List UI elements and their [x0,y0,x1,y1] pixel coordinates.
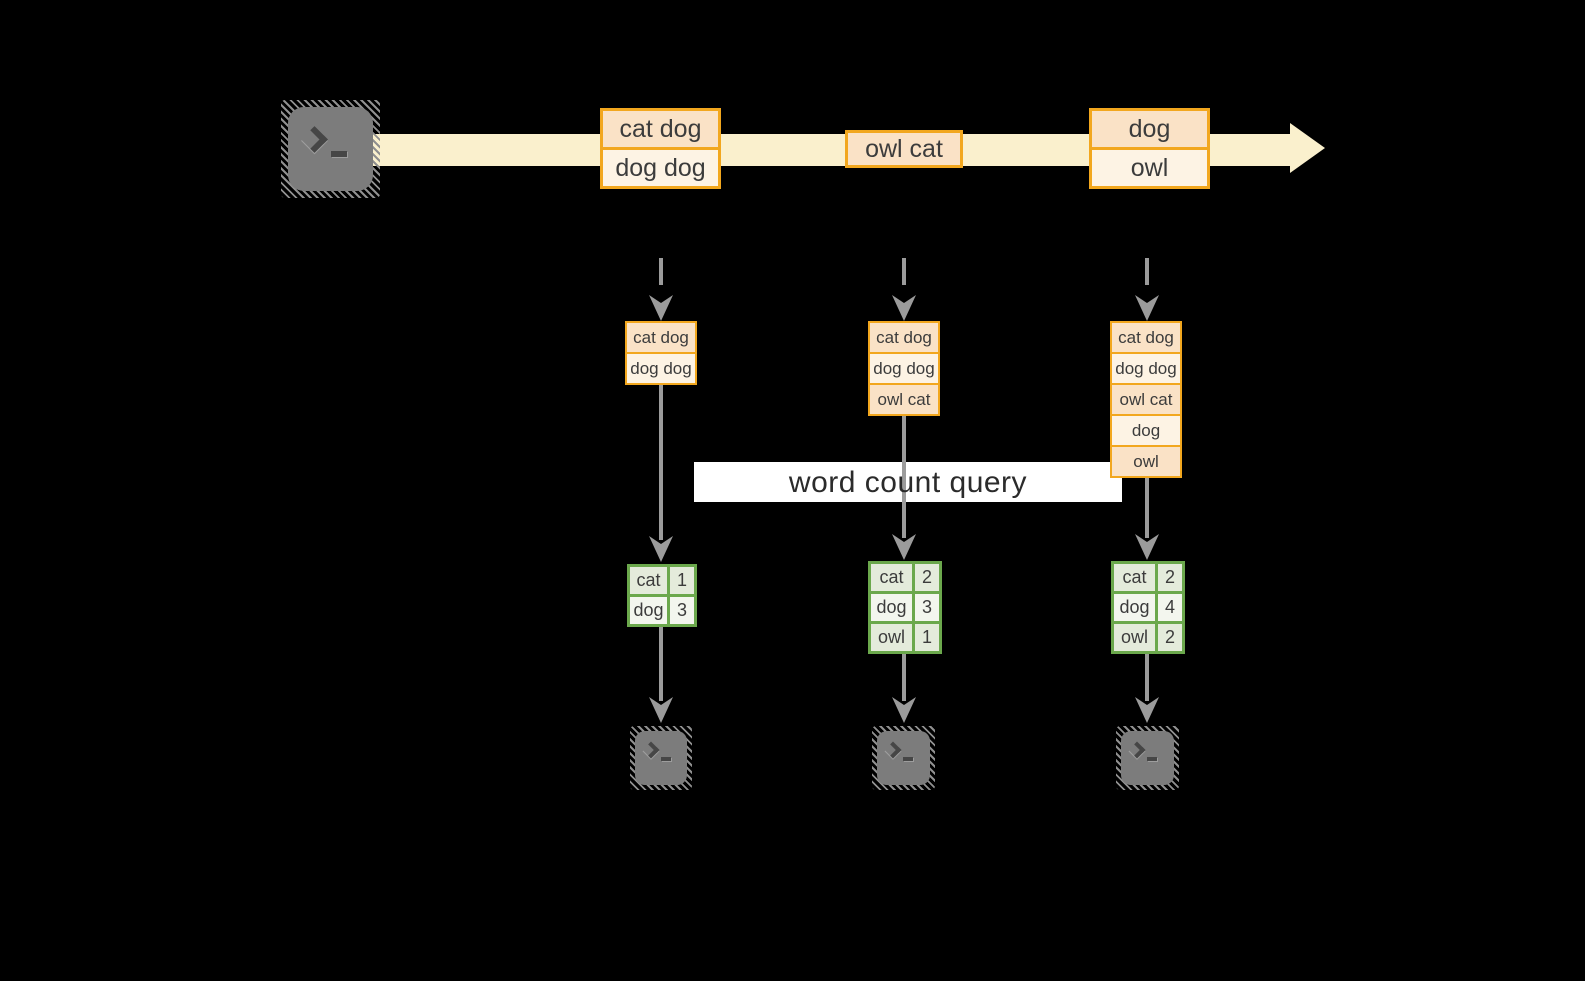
prompt-cursor-icon [1147,757,1157,761]
query-label: word count query [788,466,1028,499]
table-row: dog 4 [1114,594,1182,621]
stream-record: cat dog [603,111,718,147]
word-cell: dog [630,597,667,624]
word-cell: owl [1114,624,1155,651]
count-table-3: cat 2 dog 4 owl 2 [1111,561,1185,654]
query-band [694,462,1122,502]
prompt-cursor-icon [331,151,347,157]
buffer-stack-2: cat dog dog dog owl cat [868,321,940,416]
prompt-cursor-icon [661,757,671,761]
buffer-record: owl cat [870,385,938,414]
dashed-arrowheads [649,295,1159,321]
output-terminal-icon-1 [630,726,692,790]
stream-record: dog [1092,111,1207,147]
count-table-2: cat 2 dog 3 owl 1 [868,561,942,654]
output-arrows [659,625,1149,701]
table-row: cat 2 [871,564,939,591]
terminal-screen [635,731,687,785]
word-cell: dog [871,594,912,621]
table-row: cat 1 [630,567,694,594]
prompt-cursor-icon [903,757,913,761]
word-cell: cat [871,564,912,591]
count-cell: 2 [1158,624,1182,651]
count-cell: 2 [1158,564,1182,591]
stream-batch-2: owl cat [845,130,963,168]
table-row: cat 2 [1114,564,1182,591]
prompt-chevron-icon [301,126,328,153]
buffer-record: dog dog [1112,354,1180,383]
buffer-stack-3: cat dog dog dog owl cat dog owl [1110,321,1182,478]
count-cell: 4 [1158,594,1182,621]
buffer-record: owl [1112,447,1180,476]
stream-arrowhead-icon [1290,123,1325,173]
table-row: dog 3 [630,597,694,624]
count-cell: 3 [915,594,939,621]
count-cell: 2 [915,564,939,591]
terminal-screen [288,107,373,191]
output-terminal-icon-3 [1116,726,1179,790]
count-cell: 3 [670,597,694,624]
count-cell: 1 [915,624,939,651]
output-terminal-icon-2 [872,726,935,790]
buffer-record: dog dog [870,354,938,383]
buffer-stack-1: cat dog dog dog [625,321,697,385]
terminal-screen [877,731,930,785]
source-terminal-icon [281,100,380,198]
word-cell: dog [1114,594,1155,621]
word-cell: owl [871,624,912,651]
buffer-record: dog dog [627,354,695,383]
buffer-record: cat dog [870,323,938,352]
stream-record: dog dog [603,150,718,186]
stream-record: owl cat [848,133,960,165]
prompt-chevron-icon [1128,741,1146,759]
terminal-screen [1121,731,1174,785]
buffer-record: cat dog [627,323,695,352]
table-row: owl 2 [1114,624,1182,651]
table-row: owl 1 [871,624,939,651]
dashed-arrows [659,258,1149,294]
word-cell: cat [630,567,667,594]
buffer-record: cat dog [1112,323,1180,352]
stream-record: owl [1092,150,1207,186]
word-cell: cat [1114,564,1155,591]
count-cell: 1 [670,567,694,594]
output-arrowheads [649,697,1159,723]
count-table-1: cat 1 dog 3 [627,564,697,627]
stream-batch-1: cat dog dog dog [600,108,721,189]
query-arrows [659,383,1149,540]
query-arrowheads [649,534,1159,562]
prompt-chevron-icon [642,741,660,759]
table-row: dog 3 [871,594,939,621]
buffer-record: dog [1112,416,1180,445]
buffer-record: owl cat [1112,385,1180,414]
prompt-chevron-icon [884,741,902,759]
stream-batch-3: dog owl [1089,108,1210,189]
